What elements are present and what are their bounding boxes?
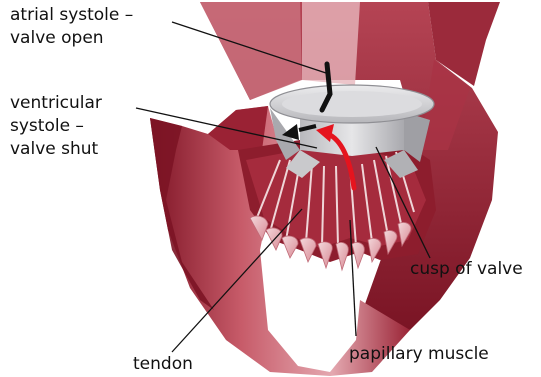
label-atrial-line-1: atrial systole – [10,4,133,27]
label-atrial-systole: atrial systole – valve open [10,4,133,50]
label-ventricular-line-2: systole – [10,115,102,138]
label-atrial-line-2: valve open [10,27,133,50]
label-ventricular-systole: ventricular systole – valve shut [10,92,102,161]
label-tendon: tendon [133,353,193,376]
label-papillary-muscle: papillary muscle [349,343,489,366]
label-ventricular-line-3: valve shut [10,138,102,161]
label-cusp-of-valve: cusp of valve [410,258,523,281]
valve-ring [270,85,434,123]
label-ventricular-line-1: ventricular [10,92,102,115]
